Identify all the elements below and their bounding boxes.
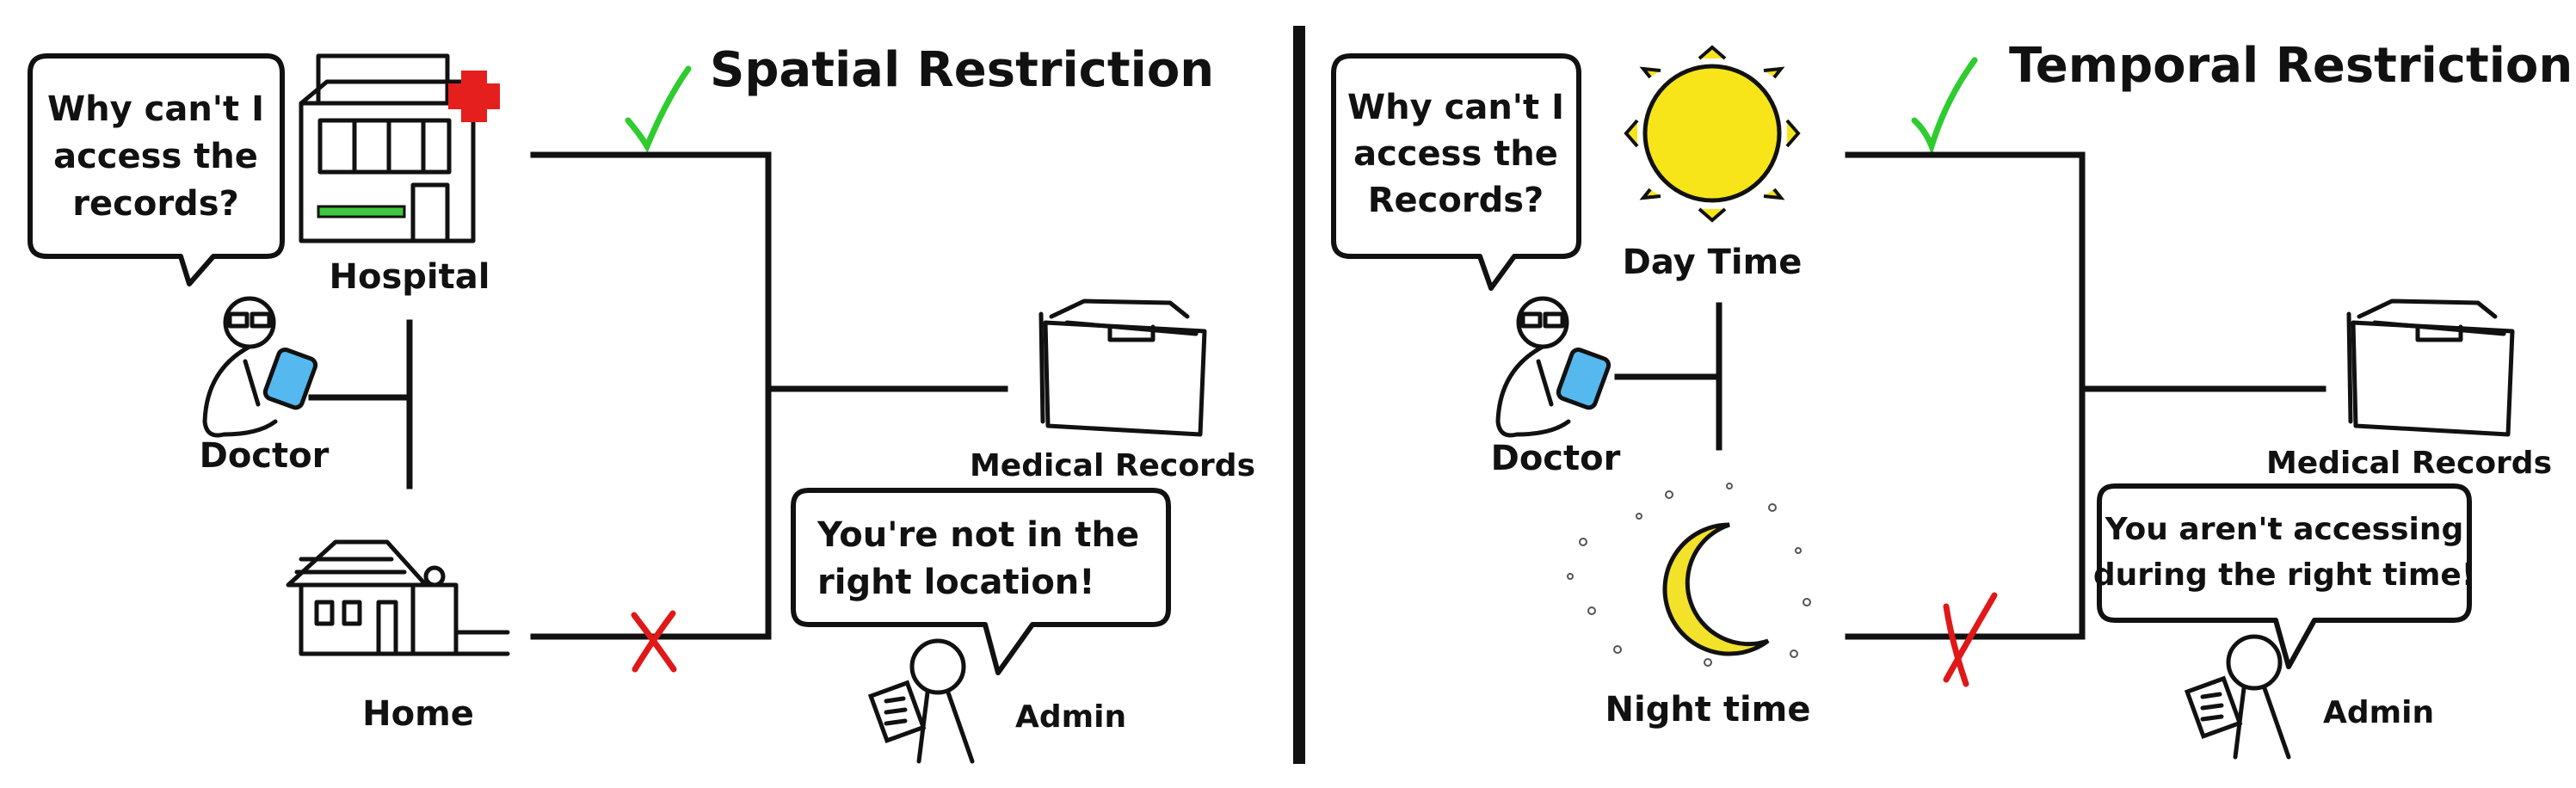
night-label: Night time — [1605, 690, 1811, 730]
bubble-line-1: Why can't I — [47, 89, 264, 129]
check-icon — [625, 65, 692, 153]
spatial-title: Spatial Restriction — [710, 42, 1214, 98]
admin-label: Admin — [2323, 695, 2434, 730]
admin-icon — [2184, 634, 2291, 760]
cross-icon — [631, 610, 677, 673]
admin-speech-bubble: You're not in the right location! — [791, 488, 1171, 675]
check-icon — [1911, 57, 1978, 156]
hospital-label: Hospital — [330, 257, 490, 297]
records-label: Medical Records — [970, 448, 1255, 483]
admin-bubble-line-1: You're not in the — [817, 515, 1139, 555]
temporal-tree-lines — [1614, 151, 2326, 640]
admin-speech-bubble: You aren't accessing during the right ti… — [2093, 483, 2475, 669]
sun-icon — [1624, 45, 1801, 223]
bubble-line-2: access the — [53, 137, 258, 176]
moon-icon — [1567, 483, 1811, 667]
home-label: Home — [362, 694, 474, 734]
bubble-line-2: access the — [1353, 134, 1558, 174]
folder-icon — [2346, 299, 2515, 437]
house-icon — [286, 539, 510, 656]
doctor-icon — [1495, 296, 1612, 438]
records-label: Medical Records — [2266, 446, 2552, 481]
doctor-label: Doctor — [1491, 439, 1621, 478]
admin-bubble-line-2: right location! — [817, 563, 1095, 602]
bubble-line-1: Why can't I — [1347, 88, 1564, 127]
cross-icon — [1943, 592, 1998, 687]
admin-bubble-line-1: You aren't accessing — [2105, 512, 2464, 547]
day-label: Day Time — [1623, 243, 1803, 282]
doctor-speech-bubble: Why can't I access the Records? — [1331, 53, 1581, 291]
temporal-title: Temporal Restriction — [2009, 38, 2573, 94]
doctor-icon — [202, 296, 318, 438]
admin-icon — [867, 638, 975, 764]
spatial-panel: Spatial Restriction Why can't I access t… — [28, 42, 1255, 764]
temporal-panel: Temporal Restriction Why can't I access … — [1331, 38, 2573, 760]
hospital-icon — [299, 53, 500, 243]
admin-label: Admin — [1015, 699, 1126, 735]
bubble-line-3: Records? — [1368, 181, 1544, 220]
admin-bubble-line-2: during the right time! — [2093, 557, 2475, 593]
doctor-speech-bubble: Why can't I access the records? — [28, 53, 285, 286]
folder-icon — [1038, 299, 1207, 437]
doctor-label: Doctor — [200, 436, 330, 476]
bubble-line-3: records? — [72, 184, 238, 224]
